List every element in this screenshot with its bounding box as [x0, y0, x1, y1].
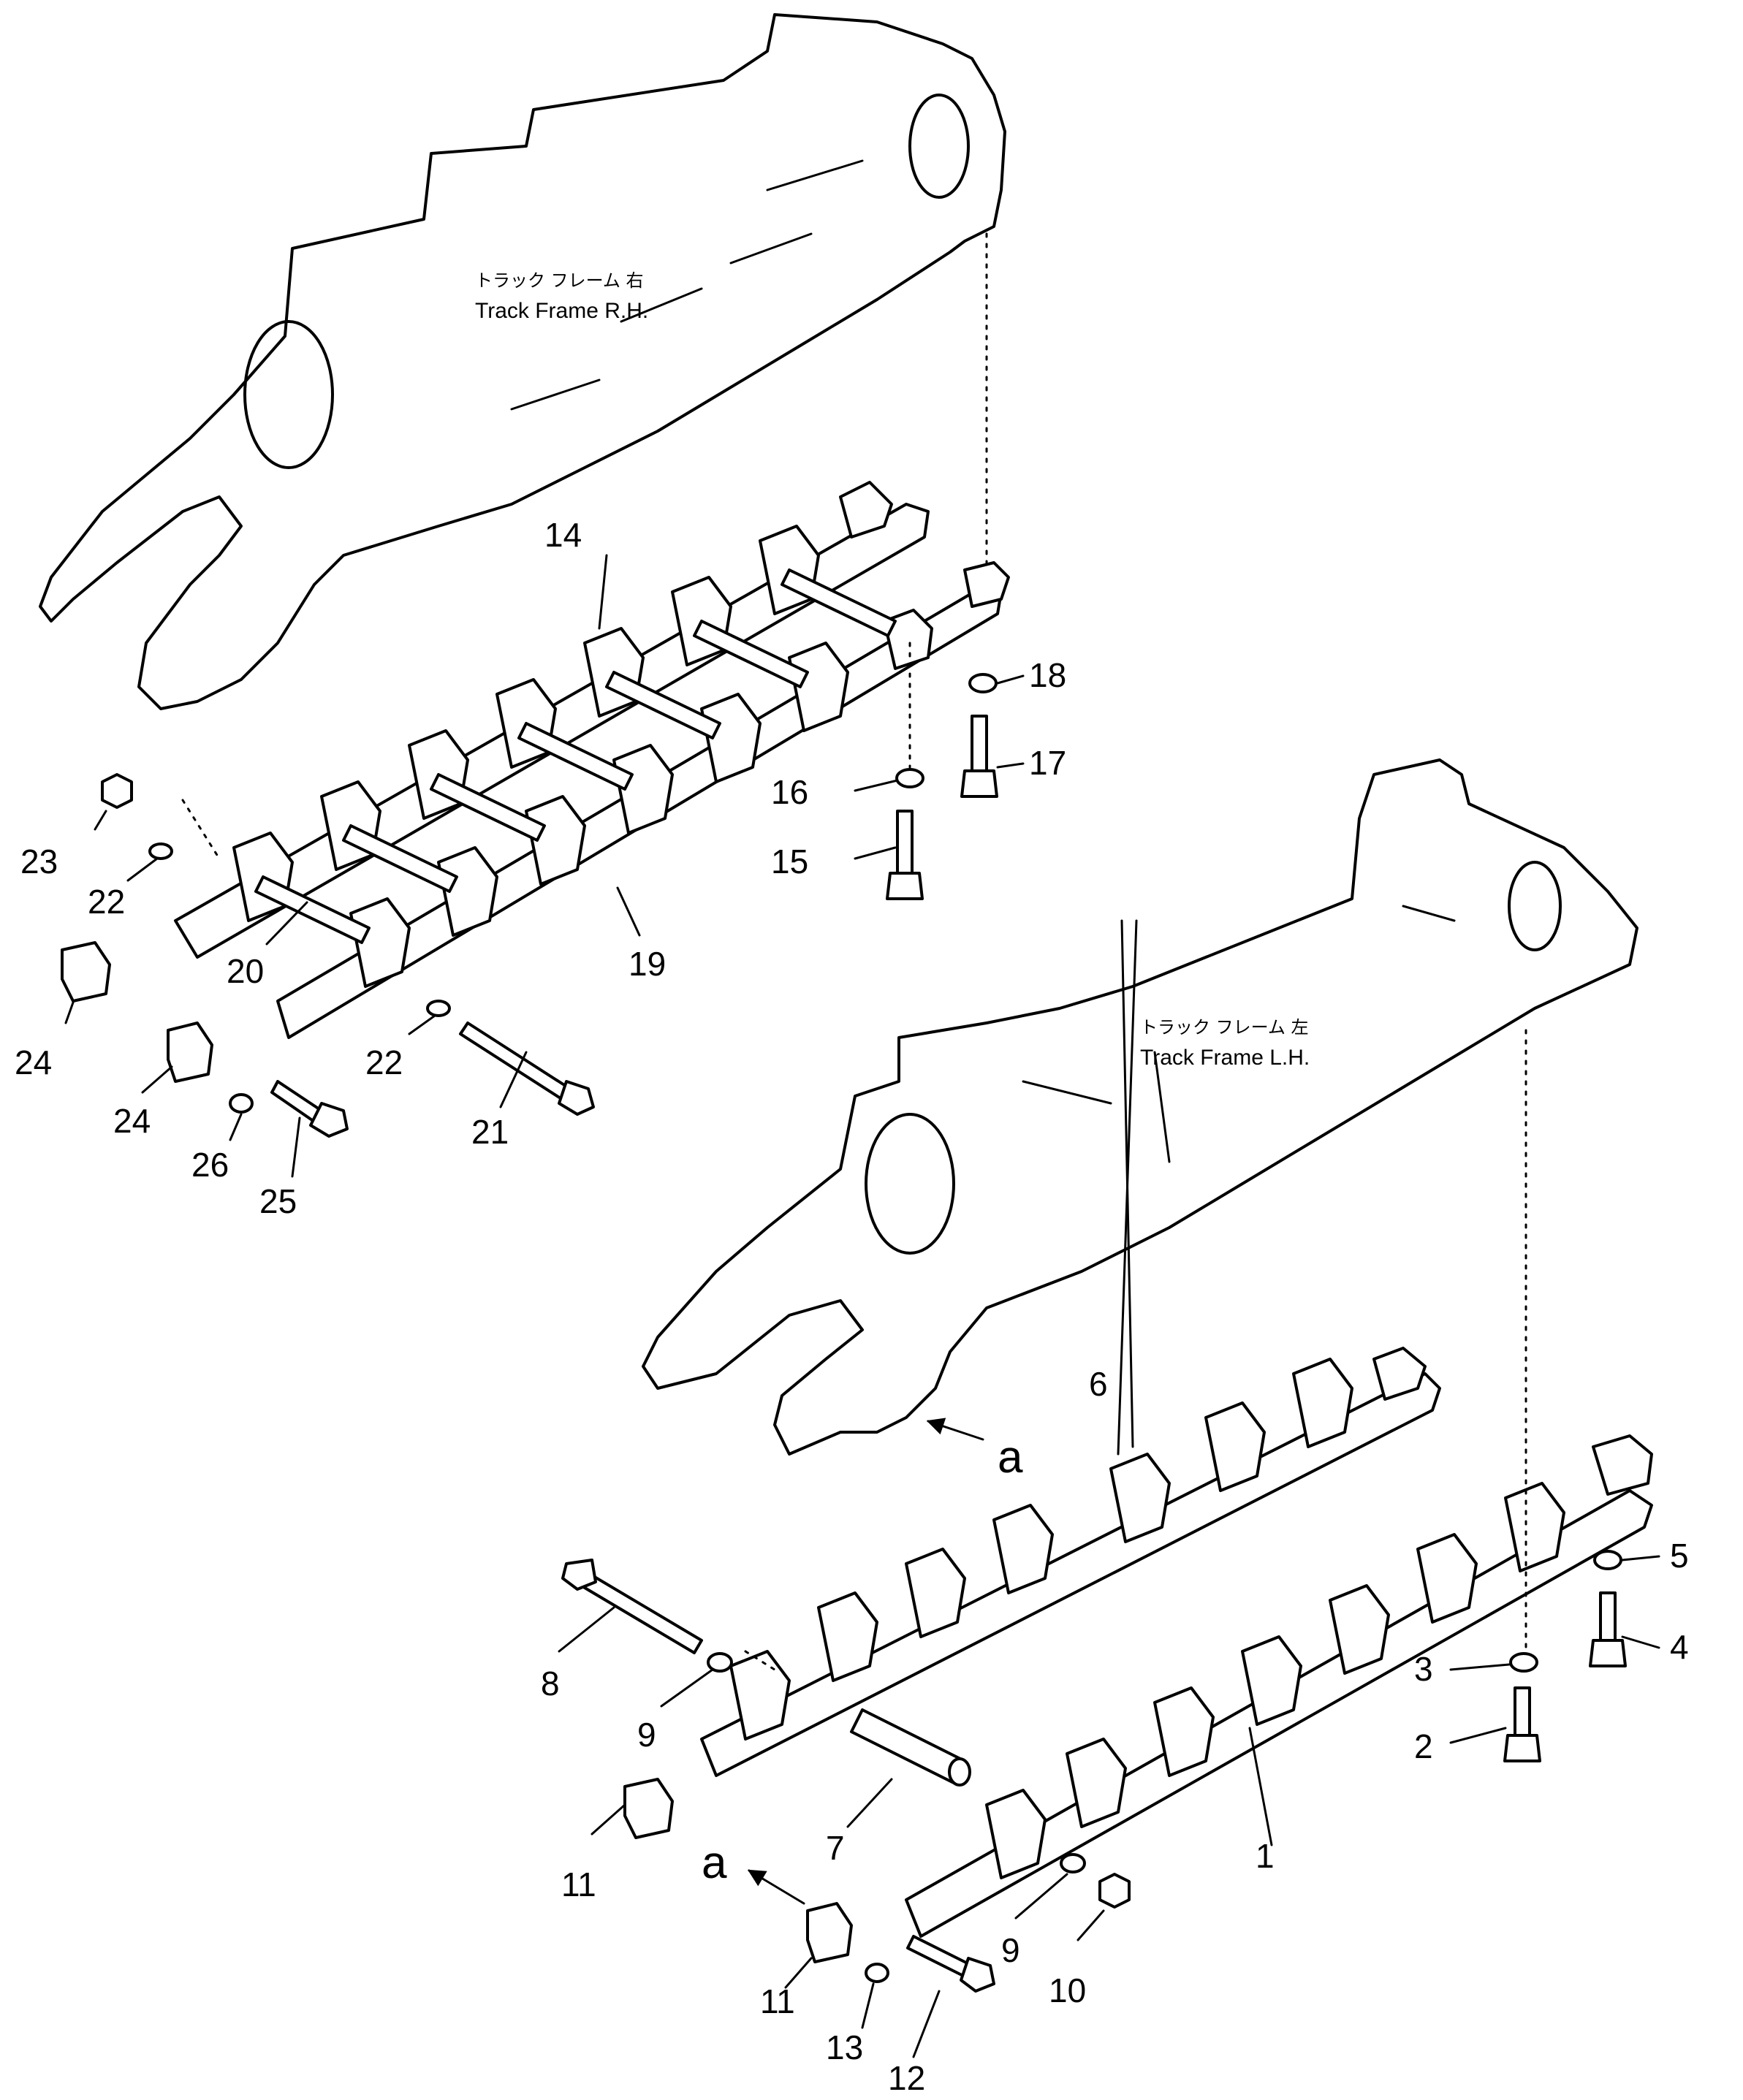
- block-24b: [167, 1022, 213, 1083]
- callout-4: 4: [1670, 1628, 1689, 1666]
- callout-9b: 9: [1001, 1931, 1020, 1969]
- callout-6: 6: [1089, 1365, 1108, 1403]
- block-11b: [806, 1902, 853, 1963]
- view-arrow-a-upper: a: [926, 1418, 1023, 1483]
- bolt-17: [971, 715, 988, 776]
- callout-20: 20: [227, 952, 264, 990]
- washer-18: [968, 673, 998, 693]
- bolt-12: [906, 1935, 973, 1979]
- callout-leaders: [64, 554, 1660, 2058]
- callout-15: 15: [771, 842, 808, 880]
- callout-13: 13: [826, 2028, 863, 2066]
- nut-10: [1098, 1873, 1131, 1909]
- callout-22b: 22: [365, 1043, 403, 1081]
- hardware-parts: [61, 673, 1627, 1993]
- callout-3: 3: [1414, 1650, 1433, 1688]
- view-arrow-a-lower-label: a: [702, 1838, 727, 1888]
- callout-25: 25: [259, 1182, 297, 1220]
- block-11a: [623, 1778, 674, 1839]
- assembly-lines: [181, 232, 1527, 1671]
- track-frame-rh-label: トラック フレーム 右 Track Frame R.H.: [475, 270, 648, 323]
- callout-2: 2: [1414, 1727, 1433, 1765]
- washer-13: [865, 1963, 889, 1983]
- washer-9a: [707, 1652, 733, 1673]
- callout-7: 7: [826, 1829, 845, 1867]
- callout-1: 1: [1256, 1837, 1275, 1875]
- track-frame-rh-label-en: Track Frame R.H.: [475, 299, 648, 323]
- bolt-21: [459, 1022, 571, 1101]
- washer-26: [229, 1093, 254, 1114]
- block-24a: [61, 941, 111, 1003]
- callout-9a: 9: [637, 1716, 656, 1754]
- washer-5: [1593, 1550, 1622, 1570]
- track-guard-rh-assembly: [174, 481, 1010, 1039]
- track-frame-lh-label: トラック フレーム 左 Track Frame L.H.: [1140, 1017, 1310, 1070]
- washer-22b: [426, 1000, 451, 1017]
- track-frame-rh: [39, 13, 1006, 710]
- callout-19: 19: [629, 945, 666, 983]
- callout-8: 8: [541, 1665, 560, 1703]
- view-arrow-a-upper-label: a: [998, 1432, 1023, 1483]
- track-guard-lh-assembly: [700, 1347, 1653, 1938]
- washer-3: [1509, 1652, 1538, 1673]
- callout-10: 10: [1049, 1971, 1086, 2009]
- callout-24a: 24: [15, 1043, 52, 1081]
- track-frame-lh-label-en: Track Frame L.H.: [1140, 1046, 1310, 1070]
- washer-22a: [148, 842, 173, 860]
- track-frame-rh-label-jp: トラック フレーム 右: [475, 270, 644, 291]
- callout-18: 18: [1029, 656, 1066, 694]
- callout-16: 16: [771, 773, 808, 811]
- washer-9b: [1060, 1853, 1086, 1873]
- callout-11b: 11: [760, 1982, 795, 2020]
- callout-14: 14: [544, 516, 582, 554]
- callout-26: 26: [191, 1146, 229, 1184]
- washer-16: [895, 768, 924, 788]
- nut-23: [101, 773, 133, 809]
- bolt-4: [1599, 1591, 1617, 1646]
- callout-12: 12: [888, 2059, 925, 2097]
- callout-5: 5: [1670, 1537, 1689, 1575]
- track-frame-lh: [642, 758, 1638, 1456]
- bolt-15: [896, 810, 914, 878]
- callout-numbers: 1 2 3 4 5 6 7 8 9 9 10 11 11 12 13 14 15…: [15, 516, 1689, 2097]
- callout-17: 17: [1029, 744, 1066, 782]
- view-arrow-a-lower: a: [702, 1838, 805, 1905]
- callout-11a: 11: [561, 1865, 596, 1903]
- track-frame-lh-label-jp: トラック フレーム 左: [1140, 1017, 1309, 1038]
- callout-21: 21: [471, 1113, 509, 1151]
- callout-23: 23: [20, 842, 58, 880]
- callout-22a: 22: [88, 883, 125, 921]
- bolt-2: [1514, 1686, 1531, 1741]
- callout-24b: 24: [113, 1102, 151, 1140]
